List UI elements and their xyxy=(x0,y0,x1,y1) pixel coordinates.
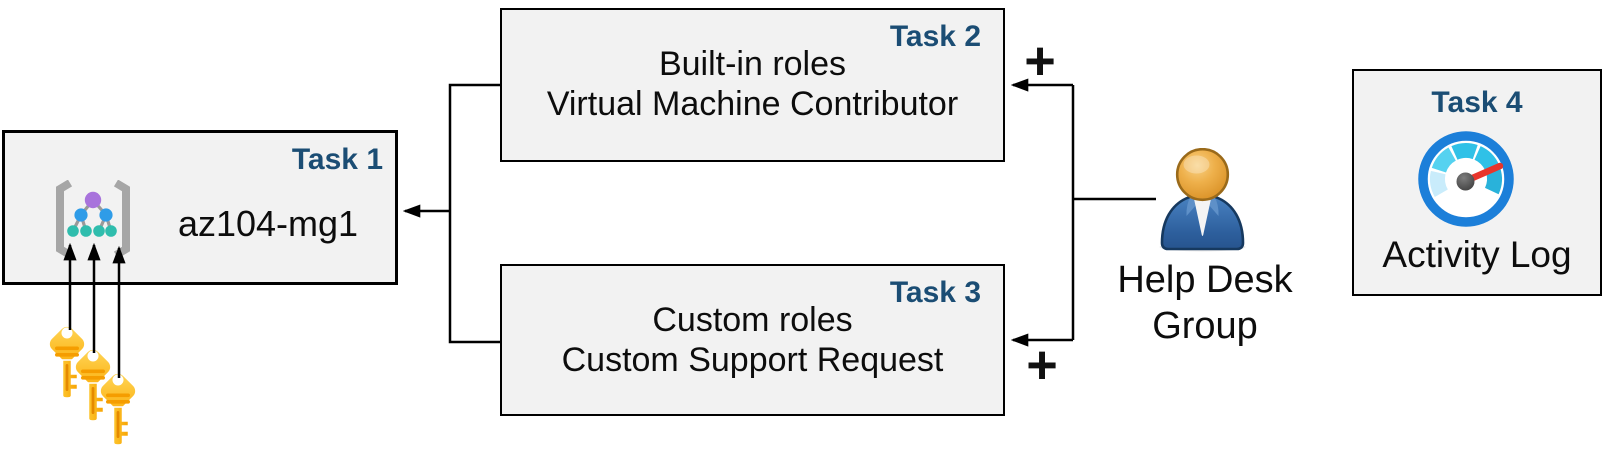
task3-line1: Custom roles xyxy=(652,301,853,339)
task4-box: Task 4 Activity Log xyxy=(1352,69,1602,296)
help-desk-group-caption: Help Desk Group xyxy=(1100,257,1310,349)
task3-box: Task 3 Custom roles Custom Support Reque… xyxy=(500,264,1005,416)
activity-log-caption: Activity Log xyxy=(1382,234,1572,275)
user-person-icon xyxy=(1159,148,1246,252)
task2-line2: Virtual Machine Contributor xyxy=(546,85,959,123)
plus-sign-task3: + xyxy=(1026,335,1058,395)
connector-task23-bracket xyxy=(448,83,502,344)
keys-icon xyxy=(45,322,140,446)
plus-sign-task2: + xyxy=(1024,31,1056,91)
task1-label: Task 1 xyxy=(291,143,383,176)
task2-label: Task 2 xyxy=(889,20,981,53)
task2-box: Task 2 Built-in roles Virtual Machine Co… xyxy=(500,8,1005,162)
task3-text: Custom roles Custom Support Request xyxy=(502,300,1003,380)
management-group-icon xyxy=(56,180,130,259)
task3-line2: Custom Support Request xyxy=(561,341,944,379)
task2-line1: Built-in roles xyxy=(658,45,847,83)
activity-log-gauge-icon xyxy=(1418,131,1514,227)
task4-label: Task 4 xyxy=(1431,86,1523,119)
help-desk-group-line2: Group xyxy=(1152,305,1258,347)
management-group-name: az104-mg1 xyxy=(177,203,359,244)
task3-label: Task 3 xyxy=(889,276,981,309)
help-desk-group-line1: Help Desk xyxy=(1117,259,1293,301)
task2-text: Built-in roles Virtual Machine Contribut… xyxy=(502,44,1003,124)
